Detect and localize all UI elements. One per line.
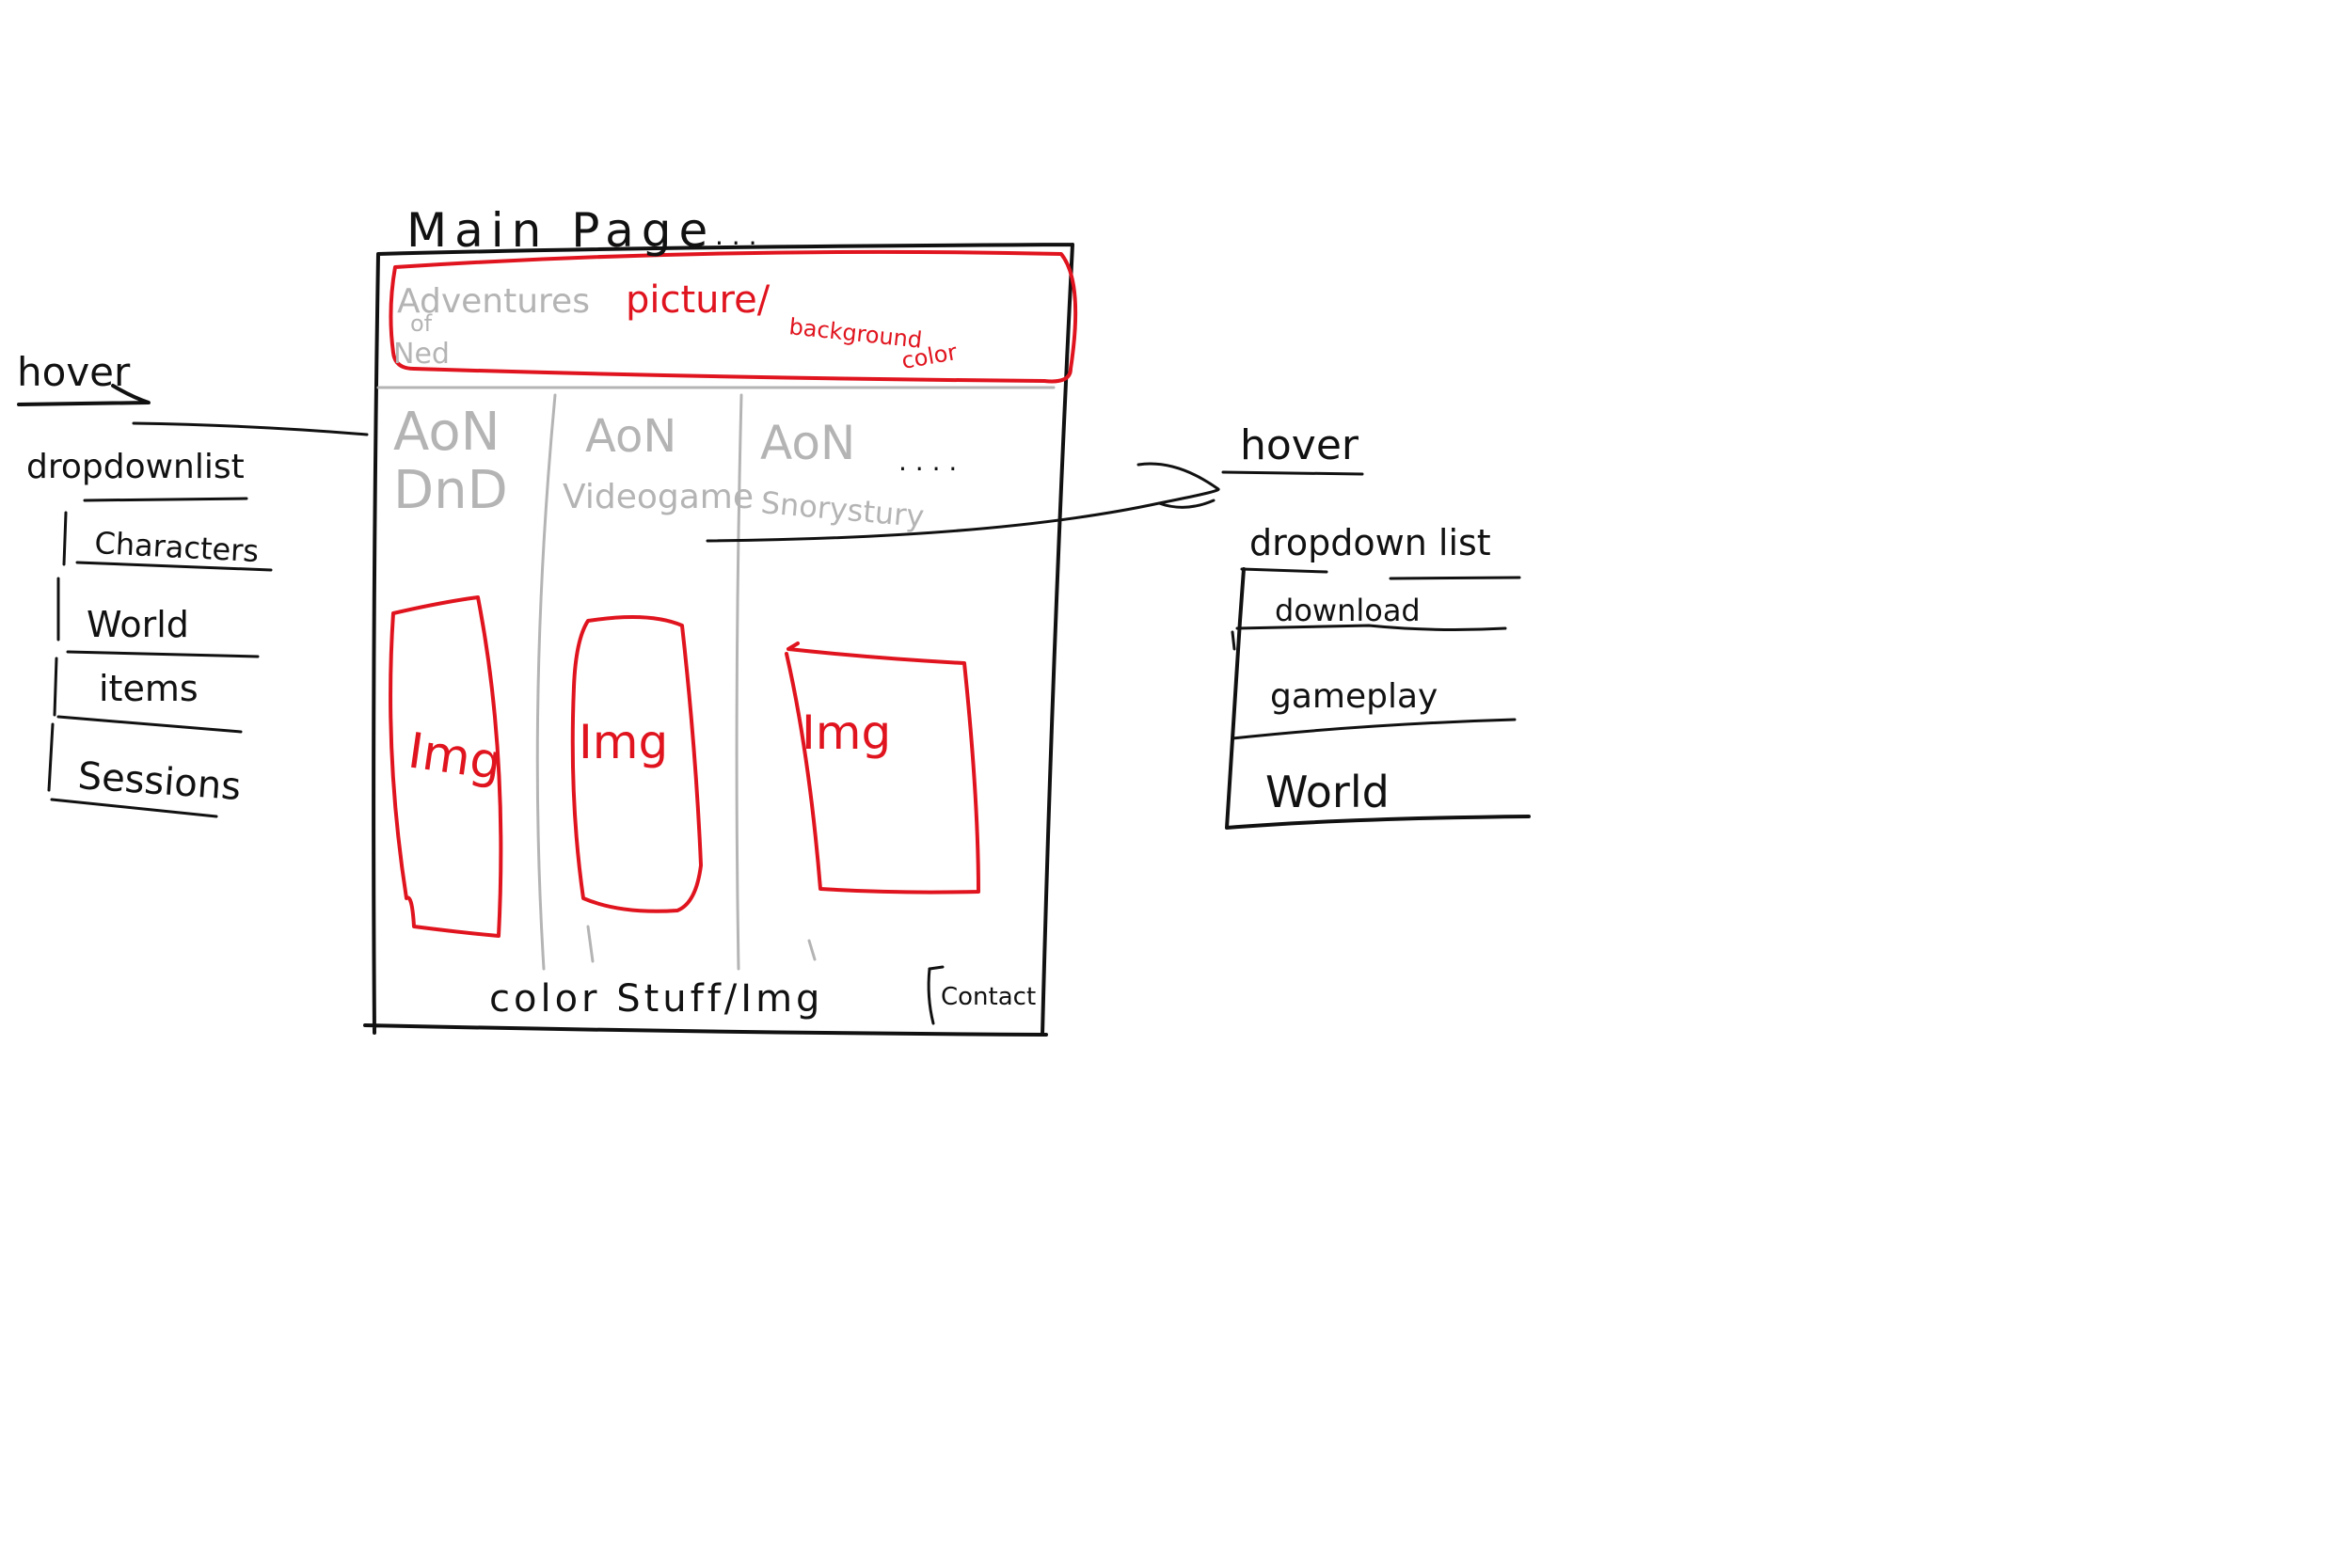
left-item-underline-4 (50, 798, 218, 818)
right-dropdown-item-3: World (1265, 767, 1390, 817)
nav-more-dots: . . . . (898, 446, 957, 477)
right-hover-underline (1221, 470, 1364, 476)
site-name-line-2: of (410, 310, 433, 337)
right-dropdown-underline (1240, 567, 1521, 580)
column-stub-1 (586, 925, 595, 963)
right-dropdown-item-1: download (1275, 593, 1421, 628)
page-title: Main Page (406, 203, 715, 258)
left-dropdown-item-2: World (87, 604, 189, 645)
right-connector-arrow (706, 462, 1220, 543)
left-dropdown-item-4: Sessions (76, 754, 242, 809)
page-frame (363, 243, 1074, 1037)
nav-item-1-line-2: DnD (393, 460, 508, 521)
left-dropdown-item-1: Characters (94, 525, 260, 569)
right-list-outline (1225, 567, 1531, 830)
left-item-underline-2 (66, 650, 260, 658)
left-connector-line (132, 421, 369, 436)
column-stub-2 (807, 939, 817, 961)
left-dropdown-label: dropdownlist (26, 448, 245, 486)
image-label-1: Img (405, 722, 504, 791)
nav-item-3-line-2: Snorystury (759, 484, 926, 534)
picture-label: picture/ (626, 278, 771, 322)
right-item-underline-1 (1235, 624, 1507, 631)
nav-item-2-line-2: Videogame (563, 478, 754, 516)
left-hover-label: hover (17, 349, 131, 395)
image-label-2: Img (579, 715, 668, 769)
left-item-underline-1 (75, 561, 273, 572)
image-placeholder-1 (389, 595, 503, 938)
site-name-line-3: Ned (393, 338, 450, 371)
image-label-3: Img (802, 705, 891, 760)
site-name-line-1: Adventures (397, 282, 590, 321)
left-list-vertical (47, 511, 68, 792)
left-item-underline-3 (56, 715, 243, 734)
footer-contact-divider (927, 967, 935, 1025)
footer-contact-corner (928, 965, 945, 971)
header-banner-outline (389, 249, 1078, 384)
right-dropdown-label: dropdown list (1249, 522, 1491, 563)
column-divider-1 (535, 393, 557, 971)
nav-item-1-line-1: AoN (393, 402, 500, 463)
right-dropdown-item-2: gameplay (1270, 677, 1438, 716)
page-title-dots: . . . (715, 220, 757, 251)
nav-item-2-line-1: AoN (585, 410, 676, 463)
right-list-divider (1231, 630, 1236, 651)
left-dropdown-underline (83, 497, 248, 502)
footer-label: color Stuff/Img (489, 977, 823, 1021)
right-item-underline-2 (1231, 718, 1517, 740)
left-hover-underline (17, 384, 151, 406)
nav-item-3-line-1: AoN (760, 416, 855, 470)
image-placeholder-3 (785, 641, 980, 895)
footer-contact: Contact (941, 983, 1036, 1011)
image-placeholder-2 (570, 615, 703, 913)
right-hover-label: hover (1240, 421, 1359, 469)
column-divider-2 (735, 393, 743, 971)
left-dropdown-item-3: items (99, 668, 199, 709)
